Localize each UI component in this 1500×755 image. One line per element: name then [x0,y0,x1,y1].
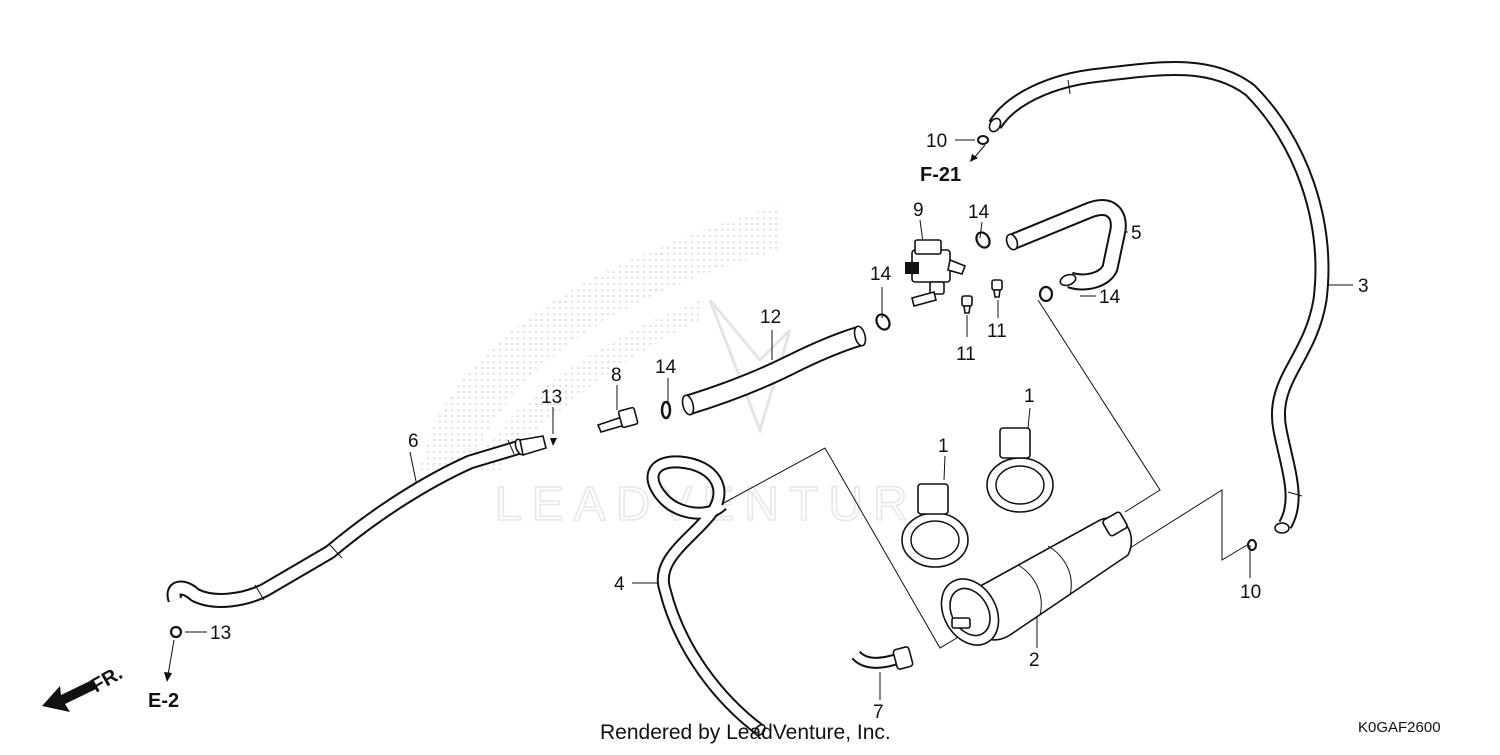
callout-12: 12 [760,307,781,328]
arrow-e2 [164,639,175,682]
front-label: FR. [88,662,127,697]
canister-2 [940,511,1133,646]
footer-credit: Rendered by LeadVenture, Inc. [600,721,891,744]
callout-13-lower: 13 [210,623,231,644]
callout-4: 4 [614,574,625,595]
hose-12 [681,325,867,416]
bolt-11-a [991,279,1003,298]
clip-13-a [550,438,557,446]
bolt-11-b [961,295,973,314]
callout-3: 3 [1358,276,1369,297]
callout-14-clip-8: 14 [655,357,677,378]
fitting-7 [851,646,914,670]
hose-5 [1005,199,1127,291]
callout-5: 5 [1131,223,1142,244]
valve-9 [905,239,967,307]
callout-6: 6 [408,431,419,452]
diagram-code: K0GAF2600 [1358,719,1441,736]
callout-14-clip-12: 14 [870,264,892,285]
callout-7: 7 [873,702,884,723]
watermark-text: LEADVENTURE [495,478,960,531]
callout-labels: 1 1 2 3 4 5 6 7 8 9 10 10 11 11 12 13 13… [210,131,1369,723]
callout-8: 8 [611,365,622,386]
callout-2: 2 [1029,650,1040,671]
callout-14-hose-5: 14 [1099,287,1121,308]
clamp-1-lower [901,483,969,568]
reference-e2: E-2 [148,690,179,712]
clip-14-a [660,400,672,420]
clip-10-b [1247,539,1257,551]
callout-10-right: 10 [1240,582,1261,603]
clip-14-d [1038,285,1054,303]
hose-4 [646,455,766,737]
clip-13-b [169,625,183,639]
callout-1-lower: 1 [938,436,949,457]
clip-10-a [977,135,989,145]
callout-11-right: 11 [987,321,1007,342]
callout-10-top: 10 [926,131,947,152]
callout-1-upper: 1 [1024,386,1035,407]
front-arrow-icon [42,680,96,712]
hose-6 [166,435,547,608]
callout-9: 9 [913,200,924,221]
reference-f21: F-21 [920,164,961,186]
clamp-1-upper [986,427,1054,513]
callout-13-upper: 13 [541,387,562,408]
fitting-8 [596,406,639,433]
arrow-f21 [970,144,986,162]
hose-3 [988,61,1330,534]
callout-14-valve: 14 [968,202,990,223]
clip-14-c [975,231,991,249]
callout-11-lower: 11 [956,344,976,365]
clip-14-b [875,313,891,331]
